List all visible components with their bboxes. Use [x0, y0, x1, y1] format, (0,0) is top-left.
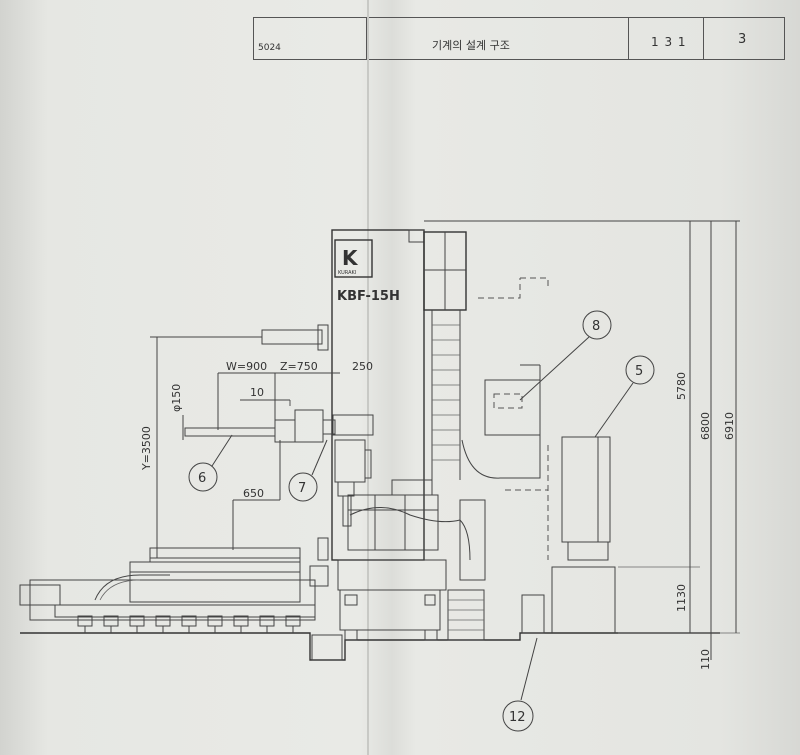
dim-250: 250 — [352, 360, 373, 373]
svg-text:K: K — [342, 246, 359, 270]
dim-y-travel: Y=3500 — [140, 426, 153, 471]
dim-bore-diameter: φ150 — [170, 384, 183, 412]
title-block-cell-page — [629, 18, 704, 59]
chapter-number: 3 — [738, 32, 747, 47]
dim-650: 650 — [243, 487, 264, 500]
svg-text:6: 6 — [198, 471, 206, 486]
height-dimensions: 5780 6800 6910 1130 110 — [675, 221, 737, 670]
title-block: 5024 기계의 설계 구조 1 3 1 3 — [253, 17, 785, 60]
dim-z-travel: Z=750 — [280, 360, 318, 373]
title-block-cell-title — [367, 18, 629, 59]
control-cabinet — [551, 436, 616, 633]
dim-5780: 5780 — [675, 372, 688, 400]
maker-logo-box — [334, 239, 373, 278]
drawing-title: 기계의 설계 구조 — [432, 39, 510, 52]
dim-110: 110 — [699, 649, 712, 670]
ladder-platform — [347, 231, 545, 641]
callout-8: 8 — [519, 310, 612, 401]
dim-10: 10 — [250, 386, 264, 399]
callout-5: 5 — [594, 355, 655, 438]
floor-line — [20, 632, 720, 661]
svg-text:7: 7 — [298, 481, 306, 496]
column: K KURAKI KBF-15H — [331, 229, 447, 641]
dim-w-travel: W=900 — [226, 360, 267, 373]
spindle-extended — [184, 400, 324, 443]
tool-changer-area — [461, 277, 549, 560]
bed-leveling-feet — [77, 615, 301, 633]
title-block-cell-number — [254, 18, 367, 59]
spindle-dimensions: Y=3500 W=900 Z=750 250 10 φ150 650 — [140, 336, 373, 559]
maker-logo-text: KURAKI — [338, 270, 356, 276]
dim-6800: 6800 — [699, 412, 712, 440]
dim-1130: 1130 — [675, 584, 688, 612]
drawing-number: 5024 — [258, 43, 281, 53]
table-bed-assembly — [19, 547, 343, 661]
dim-6910: 6910 — [723, 412, 736, 440]
svg-text:12: 12 — [509, 710, 526, 725]
svg-text:5: 5 — [635, 364, 643, 379]
model-label: KBF-15H — [337, 289, 400, 304]
svg-text:8: 8 — [592, 319, 600, 334]
spindle-head — [261, 324, 374, 587]
callout-7: 7 — [288, 439, 328, 502]
page-number: 1 3 1 — [651, 35, 687, 49]
callout-6: 6 — [188, 434, 233, 492]
callout-12: 12 — [502, 637, 538, 732]
